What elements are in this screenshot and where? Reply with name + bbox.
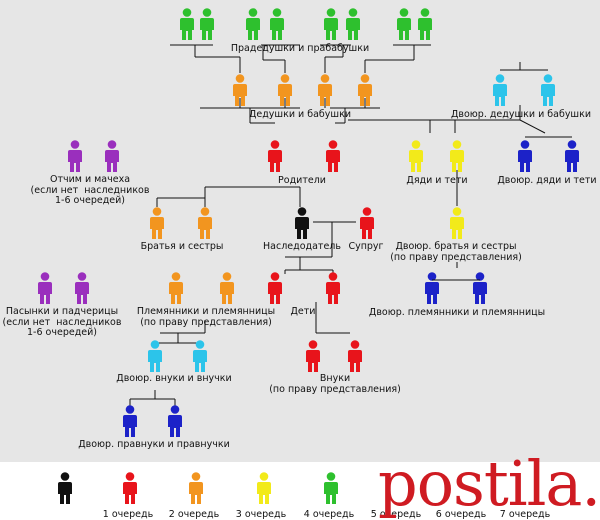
great-grandparent-figure <box>180 8 194 40</box>
row-band-7 <box>0 396 600 462</box>
spouse-figure <box>360 207 374 239</box>
great-grandparent-figure <box>418 8 432 40</box>
label-great-grandparents: Прадедушки и прабабушки <box>230 43 370 54</box>
great-grandparent-figure <box>397 8 411 40</box>
testator-figure <box>295 207 309 239</box>
row-band-5 <box>0 264 600 330</box>
legend-figure-1 <box>123 472 137 504</box>
label-parents: Родители <box>278 175 326 186</box>
great-grandparent-figure <box>346 8 360 40</box>
grandchild-figure <box>306 340 320 372</box>
legend-figure-3 <box>257 472 271 504</box>
cousin-grandchild-figure <box>193 340 207 372</box>
parent-figure <box>268 140 282 172</box>
row-band-6 <box>0 330 600 396</box>
label-cousin-nephews: Двоюр. племянники и племянницы <box>368 307 546 318</box>
cousin-nephew-figure <box>425 272 439 304</box>
stepchild-figure <box>75 272 89 304</box>
uncle-aunt-figure <box>450 140 464 172</box>
cousin-great-grandchild-figure <box>123 405 137 437</box>
label-testator: Наследодатель <box>263 241 341 252</box>
cousin-uncle-aunt-figure <box>518 140 532 172</box>
stepchild-figure <box>38 272 52 304</box>
sibling-figure <box>150 207 164 239</box>
stepparent-figure <box>68 140 82 172</box>
label-cousin-uncles-aunts: Двоюр. дяди и тети <box>497 175 597 186</box>
cousin-uncle-aunt-figure <box>565 140 579 172</box>
child-figure <box>326 272 340 304</box>
cousin-grandparent-figure <box>493 74 507 106</box>
grandchild-figure <box>348 340 362 372</box>
great-grandparent-figure <box>200 8 214 40</box>
cousin-figure <box>450 207 464 239</box>
cousin-grandparent-figure <box>541 74 555 106</box>
parent-figure <box>326 140 340 172</box>
great-grandparent-figure <box>246 8 260 40</box>
watermark-logo: postila.ru <box>378 447 600 520</box>
label-grandchildren: Внуки (по праву представления) <box>269 373 401 395</box>
label-cousin-grandparents: Двоюр. дедушки и бабушки <box>450 109 592 120</box>
legend-label-7: 7 очередь <box>499 509 551 520</box>
legend-figure-2 <box>189 472 203 504</box>
child-figure <box>268 272 282 304</box>
legend-label-2: 2 очередь <box>168 509 220 520</box>
label-cousin-great-grandchildren: Двоюр. правнуки и правнучки <box>78 439 230 450</box>
stepparent-figure <box>105 140 119 172</box>
grandparent-figure <box>233 74 247 106</box>
row-band-1 <box>0 0 600 66</box>
great-grandparent-figure <box>324 8 338 40</box>
grandparent-figure <box>318 74 332 106</box>
sibling-figure <box>198 207 212 239</box>
cousin-grandchild-figure <box>148 340 162 372</box>
cousin-great-grandchild-figure <box>168 405 182 437</box>
legend-label-6: 6 очередь <box>435 509 487 520</box>
label-nephews: Племянники и племянницы (по праву предст… <box>136 306 276 328</box>
label-uncles-aunts: Дяди и тети <box>406 175 468 186</box>
nephew-figure <box>169 272 183 304</box>
label-cousin-grandchildren: Двоюр. внуки и внучки <box>116 373 232 384</box>
grandparent-figure <box>358 74 372 106</box>
grandparent-figure <box>278 74 292 106</box>
nephew-figure <box>220 272 234 304</box>
great-grandparent-figure <box>270 8 284 40</box>
legend-label-5: 5 очередь <box>370 509 422 520</box>
label-stepparents: Отчим и мачеха (если нет наследников 1-6… <box>30 174 150 206</box>
legend-figure-4 <box>324 472 338 504</box>
legend-testator-figure <box>58 472 72 504</box>
legend-label-1: 1 очередь <box>102 509 154 520</box>
label-children: Дети <box>290 306 316 317</box>
legend-label-4: 4 очередь <box>303 509 355 520</box>
label-stepchildren: Пасынки и падчерицы (если нет наследнико… <box>2 306 122 338</box>
label-grandparents: Дедушки и бабушки <box>248 109 352 120</box>
label-cousins: Двоюр. братья и сестры (по праву предста… <box>390 241 522 263</box>
legend-label-3: 3 очередь <box>235 509 287 520</box>
uncle-aunt-figure <box>409 140 423 172</box>
connector-line <box>519 119 546 134</box>
label-siblings: Братья и сестры <box>140 241 224 252</box>
cousin-nephew-figure <box>473 272 487 304</box>
label-spouse: Супруг <box>348 241 384 252</box>
